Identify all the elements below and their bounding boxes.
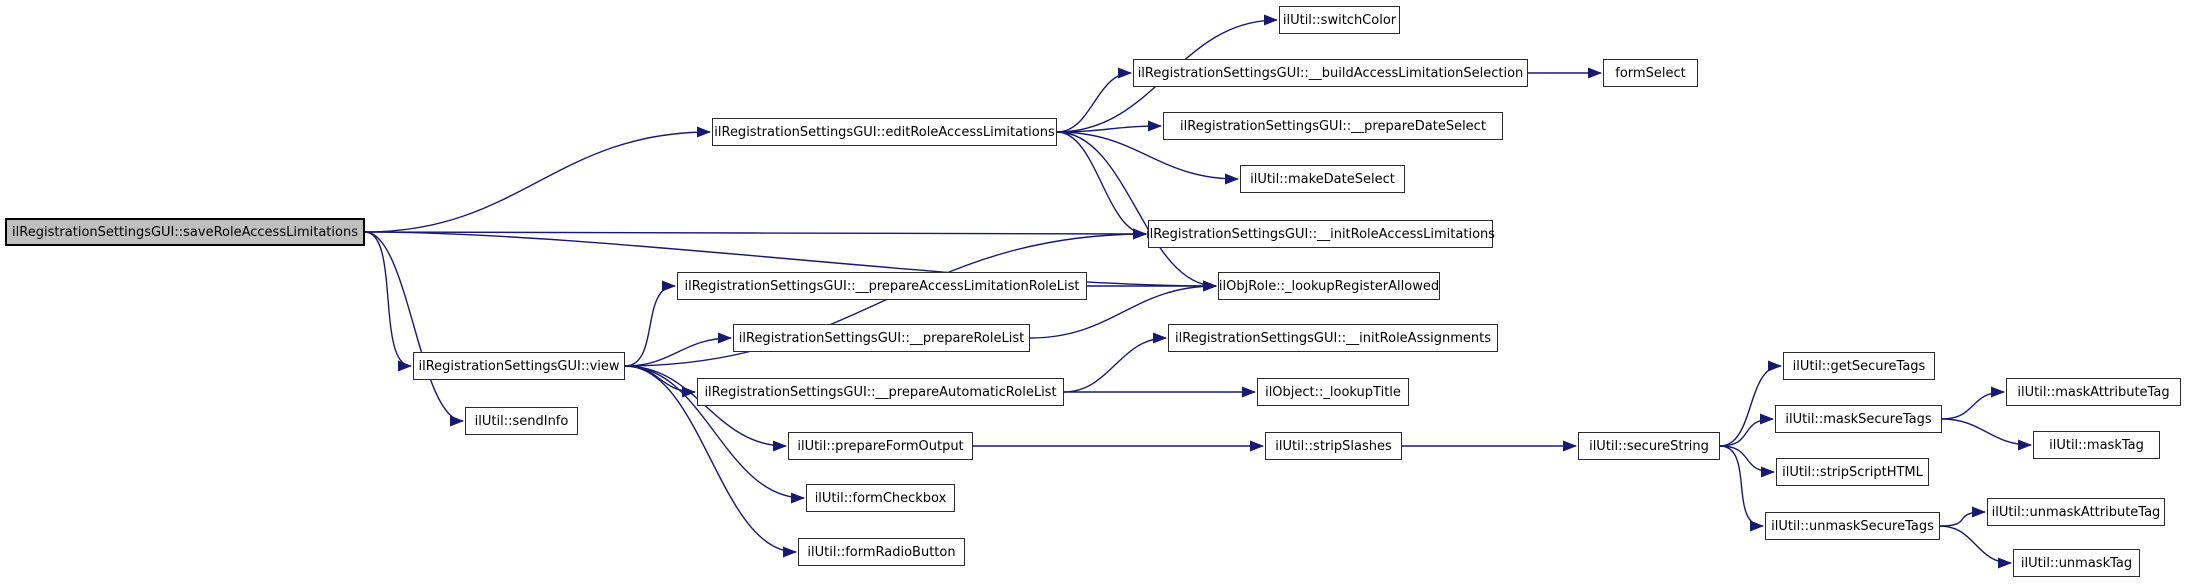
edge-view-prepForm <box>624 365 787 452</box>
graph-node-label: ilRegistrationSettingsGUI::editRoleAcces… <box>714 124 1055 140</box>
graph-node-label: ilRegistrationSettingsGUI::__initRoleAss… <box>1174 330 1491 346</box>
graph-node-label: ilObjRole::_lookupRegisterAllowed <box>1218 278 1440 294</box>
graph-node-label: ilUtil::maskAttributeTag <box>2017 384 2170 400</box>
graph-node-prepRole[interactable]: ilRegistrationSettingsGUI::__prepareRole… <box>733 324 1030 352</box>
graph-node-view[interactable]: ilRegistrationSettingsGUI::view <box>413 352 625 380</box>
graph-node-label: ilRegistrationSettingsGUI::saveRoleAcces… <box>12 224 358 240</box>
graph-node-label: ilUtil::unmaskAttributeTag <box>1991 504 2161 520</box>
edge-maskSecure-maskAttr <box>1941 386 2005 420</box>
graph-node-unmaskSecure[interactable]: ilUtil::unmaskSecureTags <box>1765 512 1940 540</box>
graph-node-stripScript[interactable]: ilUtil::stripScriptHTML <box>1776 458 1929 486</box>
graph-node-label: ilObject::_lookupTitle <box>1265 384 1401 400</box>
graph-node-label: ilRegistrationSettingsGUI::__prepareRole… <box>738 330 1025 346</box>
graph-node-getSecure[interactable]: ilUtil::getSecureTags <box>1783 352 1935 380</box>
graph-node-label: ilRegistrationSettingsGUI::__initRoleAcc… <box>1145 226 1496 242</box>
edge-view-initRoleAcc <box>624 228 1147 367</box>
edge-save-sendInfo <box>364 231 464 427</box>
graph-node-label: ilRegistrationSettingsGUI::__prepareAuto… <box>704 384 1057 400</box>
graph-node-maskTag[interactable]: ilUtil::maskTag <box>2033 431 2160 459</box>
edge-view-prepAccess <box>624 280 676 367</box>
edge-maskSecure-maskTag <box>1941 418 2032 451</box>
graph-node-maskAttr[interactable]: ilUtil::maskAttributeTag <box>2006 378 2181 406</box>
graph-node-formCheckbox[interactable]: ilUtil::formCheckbox <box>806 484 955 512</box>
graph-node-label: ilUtil::getSecureTags <box>1792 358 1926 374</box>
graph-node-label: ilRegistrationSettingsGUI::view <box>418 358 620 374</box>
graph-node-initRoleAcc[interactable]: ilRegistrationSettingsGUI::__initRoleAcc… <box>1145 220 1496 248</box>
graph-node-label: ilUtil::switchColor <box>1282 12 1397 28</box>
edge-view-formCheckbox <box>624 365 805 504</box>
edge-view-formRadio <box>624 365 797 558</box>
graph-node-label: ilUtil::sendInfo <box>474 413 569 429</box>
graph-node-makeDate[interactable]: ilUtil::makeDateSelect <box>1240 165 1405 193</box>
graph-node-label: ilUtil::unmaskSecureTags <box>1771 518 1934 534</box>
edge-prepAuto-initRoleAssign <box>1063 332 1167 393</box>
graph-node-lookupTitle[interactable]: ilObject::_lookupTitle <box>1257 378 1409 406</box>
graph-node-label: ilUtil::formRadioButton <box>807 544 956 560</box>
graph-node-label: ilRegistrationSettingsGUI::__prepareAcce… <box>684 278 1080 294</box>
graph-node-switchColor[interactable]: ilUtil::switchColor <box>1279 6 1400 34</box>
graph-node-buildSel[interactable]: ilRegistrationSettingsGUI::__buildAccess… <box>1133 59 1528 87</box>
edge-view-prepRole <box>624 332 732 367</box>
edge-secureString-unmaskSecure <box>1719 445 1764 532</box>
graph-node-prepForm[interactable]: ilUtil::prepareFormOutput <box>788 432 973 460</box>
graph-node-sendInfo[interactable]: ilUtil::sendInfo <box>465 407 578 435</box>
graph-node-label: ilUtil::maskTag <box>2049 437 2144 453</box>
graph-node-edit[interactable]: ilRegistrationSettingsGUI::editRoleAcces… <box>712 118 1057 146</box>
graph-node-label: formSelect <box>1615 65 1686 81</box>
graph-node-label: ilUtil::unmaskTag <box>2020 555 2133 571</box>
graph-node-formRadio[interactable]: ilUtil::formRadioButton <box>798 538 965 566</box>
edge-secureString-maskSecure <box>1719 413 1774 447</box>
graph-node-label: ilUtil::stripScriptHTML <box>1782 464 1923 480</box>
graph-node-unmaskAttr[interactable]: ilUtil::unmaskAttributeTag <box>1987 498 2165 526</box>
graph-node-label: ilUtil::formCheckbox <box>814 490 947 506</box>
graph-node-initRoleAssign[interactable]: ilRegistrationSettingsGUI::__initRoleAss… <box>1168 324 1498 352</box>
graph-node-label: ilUtil::stripSlashes <box>1275 438 1392 454</box>
edge-secureString-getSecure <box>1719 360 1782 447</box>
edge-save-lookupReg <box>364 231 1217 292</box>
edge-edit-makeDate <box>1056 131 1239 185</box>
graph-node-label: ilUtil::maskSecureTags <box>1785 411 1932 427</box>
edge-save-edit <box>364 126 711 233</box>
graph-node-label: ilUtil::makeDateSelect <box>1250 171 1395 187</box>
graph-node-formSelect[interactable]: formSelect <box>1603 59 1698 87</box>
graph-node-label: ilRegistrationSettingsGUI::__buildAccess… <box>1137 65 1524 81</box>
graph-node-save: ilRegistrationSettingsGUI::saveRoleAcces… <box>5 218 365 246</box>
edge-secureString-stripScript <box>1719 445 1775 478</box>
graph-node-lookupReg[interactable]: ilObjRole::_lookupRegisterAllowed <box>1218 272 1440 300</box>
edge-edit-initRoleAcc <box>1056 131 1147 240</box>
edge-edit-buildSel <box>1056 67 1132 133</box>
edge-unmaskSecure-unmaskAttr <box>1939 506 1986 527</box>
graph-node-maskSecure[interactable]: ilUtil::maskSecureTags <box>1775 405 1942 433</box>
graph-node-secureString[interactable]: ilUtil::secureString <box>1578 432 1720 460</box>
graph-node-stripSlashes[interactable]: ilUtil::stripSlashes <box>1265 432 1402 460</box>
graph-node-label: ilUtil::prepareFormOutput <box>797 438 964 454</box>
edge-unmaskSecure-unmaskTag <box>1939 525 2012 569</box>
graph-node-prepAuto[interactable]: ilRegistrationSettingsGUI::__prepareAuto… <box>697 378 1064 406</box>
graph-node-prepDate[interactable]: ilRegistrationSettingsGUI::__prepareDate… <box>1163 112 1503 140</box>
graph-node-label: ilUtil::secureString <box>1589 438 1709 454</box>
graph-node-unmaskTag[interactable]: ilUtil::unmaskTag <box>2013 549 2140 577</box>
edge-save-initRoleAcc <box>364 228 1147 240</box>
edge-save-view <box>364 231 412 372</box>
graph-node-label: ilRegistrationSettingsGUI::__prepareDate… <box>1180 118 1486 134</box>
edge-edit-lookupReg <box>1056 131 1217 292</box>
edge-prepRole-lookupReg <box>1029 280 1217 339</box>
graph-node-prepAccess[interactable]: ilRegistrationSettingsGUI::__prepareAcce… <box>677 272 1087 300</box>
